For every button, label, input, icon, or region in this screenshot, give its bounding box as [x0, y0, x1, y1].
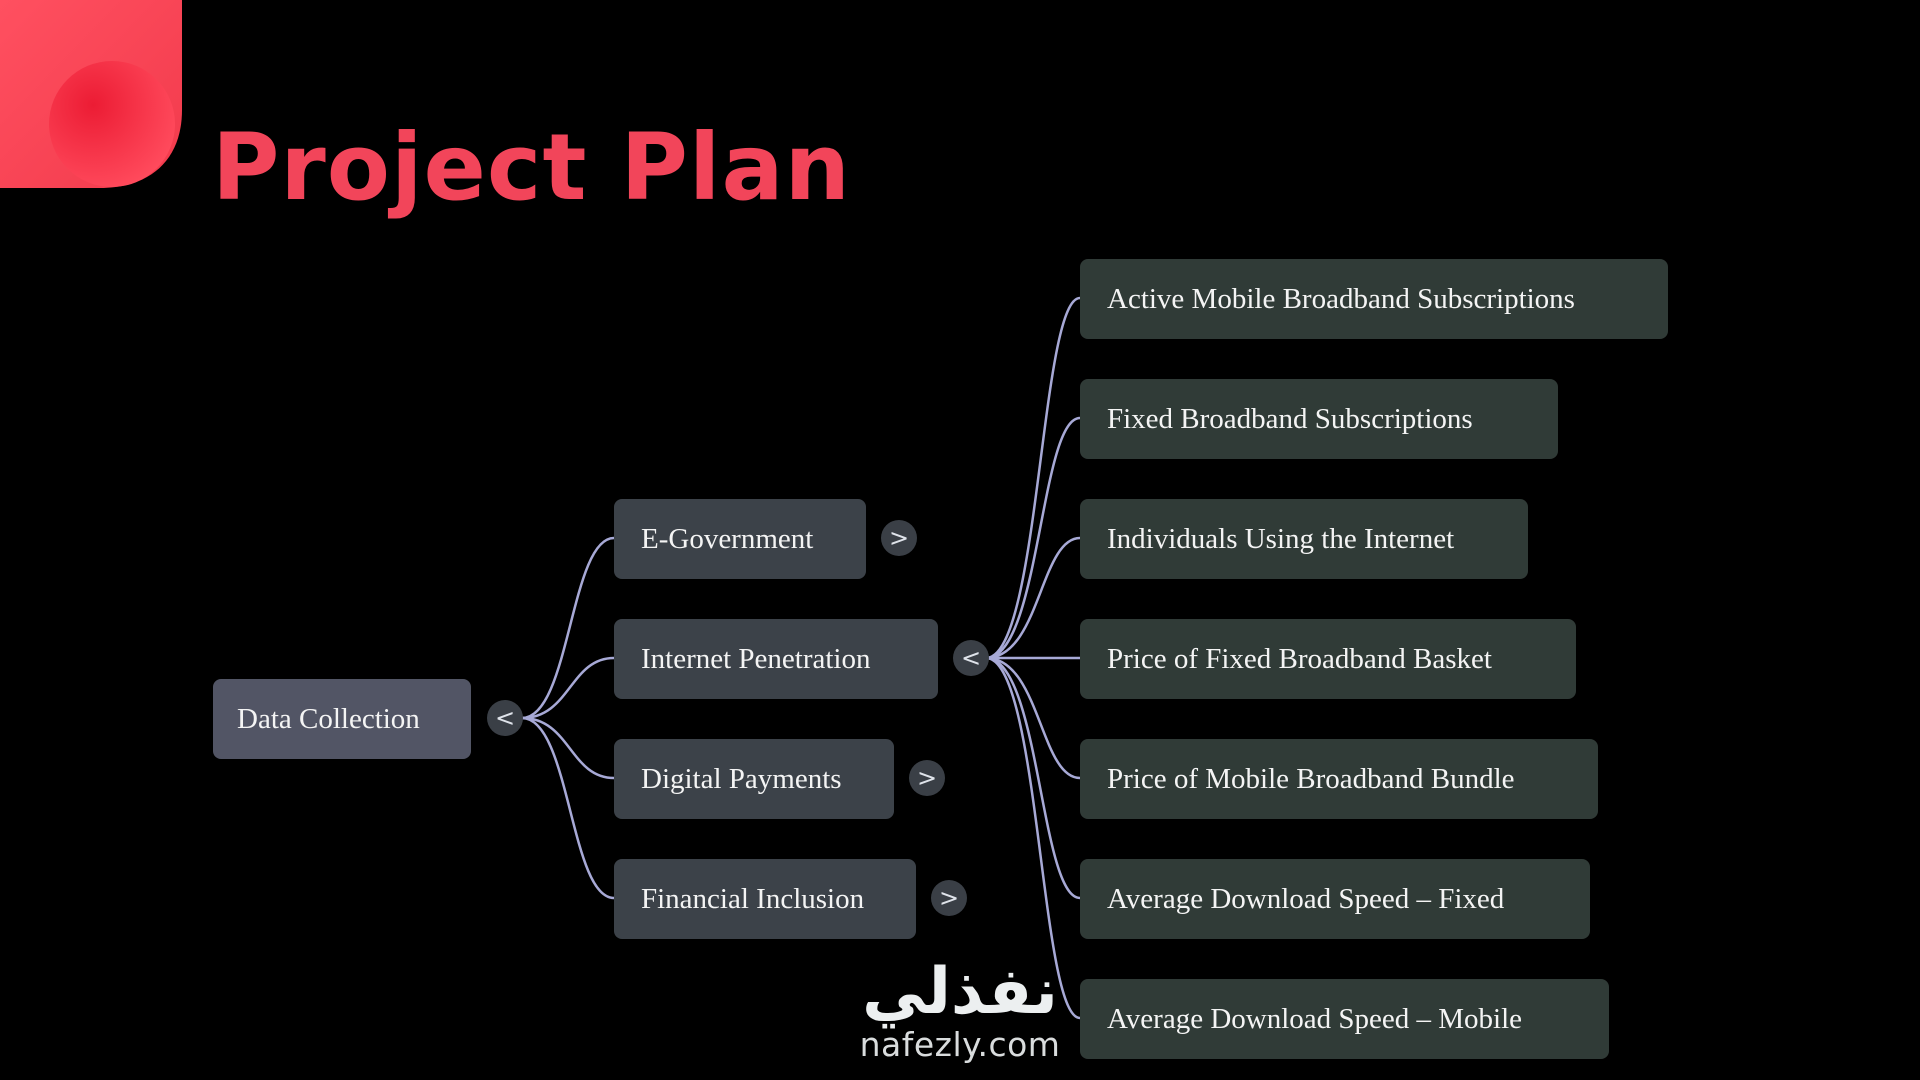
expand-toggle-financial-inclusion[interactable]: >	[931, 880, 967, 916]
node-label: Financial Inclusion	[641, 882, 865, 915]
node-price-fixed-broadband[interactable]: Price of Fixed Broadband Basket	[1080, 619, 1576, 699]
node-label: Price of Mobile Broadband Bundle	[1107, 762, 1515, 795]
connector-root-egov	[520, 536, 616, 720]
node-label: Active Mobile Broadband Subscriptions	[1107, 282, 1575, 315]
node-e-government[interactable]: E-Government	[614, 499, 866, 579]
connector-root-payments	[520, 716, 616, 780]
node-data-collection[interactable]: Data Collection	[213, 679, 471, 759]
corner-decoration	[0, 0, 182, 188]
node-fixed-broadband-subscriptions[interactable]: Fixed Broadband Subscriptions	[1080, 379, 1558, 459]
connector-leaf-5	[984, 656, 1082, 780]
node-financial-inclusion[interactable]: Financial Inclusion	[614, 859, 916, 939]
node-label: Average Download Speed – Fixed	[1107, 882, 1505, 915]
page-title: Project Plan	[212, 114, 852, 221]
node-download-speed-mobile[interactable]: Average Download Speed – Mobile	[1080, 979, 1609, 1059]
collapse-toggle-data-collection[interactable]: <	[487, 700, 523, 736]
node-active-mobile-broadband[interactable]: Active Mobile Broadband Subscriptions	[1080, 259, 1668, 339]
expand-toggle-e-government[interactable]: >	[881, 520, 917, 556]
node-label: Digital Payments	[641, 762, 842, 795]
expand-toggle-digital-payments[interactable]: >	[909, 760, 945, 796]
node-label: Internet Penetration	[641, 642, 871, 675]
connector-root-internet	[520, 656, 616, 720]
node-price-mobile-broadband[interactable]: Price of Mobile Broadband Bundle	[1080, 739, 1598, 819]
node-digital-payments[interactable]: Digital Payments	[614, 739, 894, 819]
node-label: Fixed Broadband Subscriptions	[1107, 402, 1473, 435]
connector-leaf-3	[984, 536, 1082, 660]
node-download-speed-fixed[interactable]: Average Download Speed – Fixed	[1080, 859, 1590, 939]
connector-leaf-6	[984, 656, 1082, 900]
node-label: Average Download Speed – Mobile	[1107, 1002, 1523, 1035]
node-label: Data Collection	[237, 702, 420, 735]
node-label: Individuals Using the Internet	[1107, 522, 1455, 555]
watermark-url: nafezly.com	[859, 1025, 1061, 1064]
watermark-logo: نفذلي nafezly.com	[840, 960, 1080, 1061]
connector-root-inclusion	[520, 716, 616, 900]
connector-leaf-2	[984, 416, 1082, 660]
node-label: Price of Fixed Broadband Basket	[1107, 642, 1492, 675]
collapse-toggle-internet-penetration[interactable]: <	[953, 640, 989, 676]
watermark-arabic: نفذلي	[862, 955, 1058, 1029]
connector-leaf-1	[984, 296, 1082, 660]
node-internet-penetration[interactable]: Internet Penetration	[614, 619, 938, 699]
corner-circle	[49, 61, 175, 187]
node-individuals-using-internet[interactable]: Individuals Using the Internet	[1080, 499, 1528, 579]
node-label: E-Government	[641, 522, 814, 555]
connector-leaf-7	[984, 656, 1082, 1020]
